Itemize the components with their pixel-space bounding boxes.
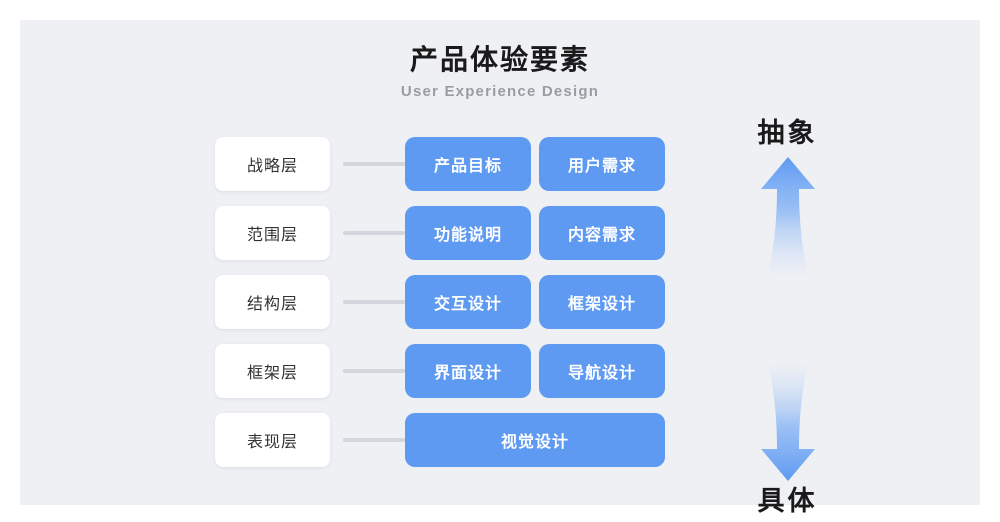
- down-arrow-wrap: 具体: [700, 358, 875, 519]
- connector-line: [343, 300, 405, 304]
- axis-bottom-label: 具体: [757, 486, 818, 516]
- connector-line: [343, 369, 405, 373]
- layer-card-skeleton[interactable]: 框架层: [215, 344, 330, 398]
- element-box[interactable]: 视觉设计: [405, 413, 665, 467]
- connector-line: [343, 438, 405, 442]
- element-box[interactable]: 交互设计: [405, 275, 531, 329]
- element-box[interactable]: 功能说明: [405, 206, 531, 260]
- page-subtitle: User Experience Design: [400, 83, 600, 100]
- layer-boxes: 功能说明 内容需求: [405, 206, 665, 260]
- connector-line: [343, 162, 405, 166]
- layer-card-surface[interactable]: 表现层: [215, 413, 330, 467]
- element-box[interactable]: 导航设计: [539, 344, 665, 398]
- header: 产品体验要素 User Experience Design: [20, 42, 980, 102]
- element-box[interactable]: 产品目标: [405, 137, 531, 191]
- layer-card-strategy[interactable]: 战略层: [215, 137, 330, 191]
- slide-canvas: 产品体验要素 User Experience Design 战略层 产品目标 用…: [20, 20, 980, 516]
- layer-boxes: 交互设计 框架设计: [405, 275, 665, 329]
- axis-top-label: 抽象: [757, 118, 818, 148]
- abstraction-axis: 抽象: [700, 115, 875, 516]
- layer-boxes: 产品目标 用户需求: [405, 137, 665, 191]
- layer-row: 范围层 功能说明 内容需求: [20, 206, 980, 260]
- layers-list: 战略层 产品目标 用户需求 范围层 功能说明 内容需求 结构层 交互设计 框架设…: [20, 137, 980, 467]
- page-title: 产品体验要素: [409, 44, 590, 75]
- element-box[interactable]: 框架设计: [539, 275, 665, 329]
- layer-card-scope[interactable]: 范围层: [215, 206, 330, 260]
- element-box[interactable]: 用户需求: [539, 137, 665, 191]
- layer-card-structure[interactable]: 结构层: [215, 275, 330, 329]
- element-box[interactable]: 内容需求: [539, 206, 665, 260]
- layer-row: 结构层 交互设计 框架设计: [20, 275, 980, 329]
- arrow-up-icon: [760, 157, 815, 278]
- element-box[interactable]: 界面设计: [405, 344, 531, 398]
- layer-boxes: 界面设计 导航设计: [405, 344, 665, 398]
- connector-line: [343, 231, 405, 235]
- arrow-down-icon: [760, 360, 815, 481]
- layer-row: 框架层 界面设计 导航设计: [20, 344, 980, 398]
- layer-row: 战略层 产品目标 用户需求: [20, 137, 980, 191]
- layer-row: 表现层 视觉设计: [20, 413, 980, 467]
- layer-boxes: 视觉设计: [405, 413, 665, 467]
